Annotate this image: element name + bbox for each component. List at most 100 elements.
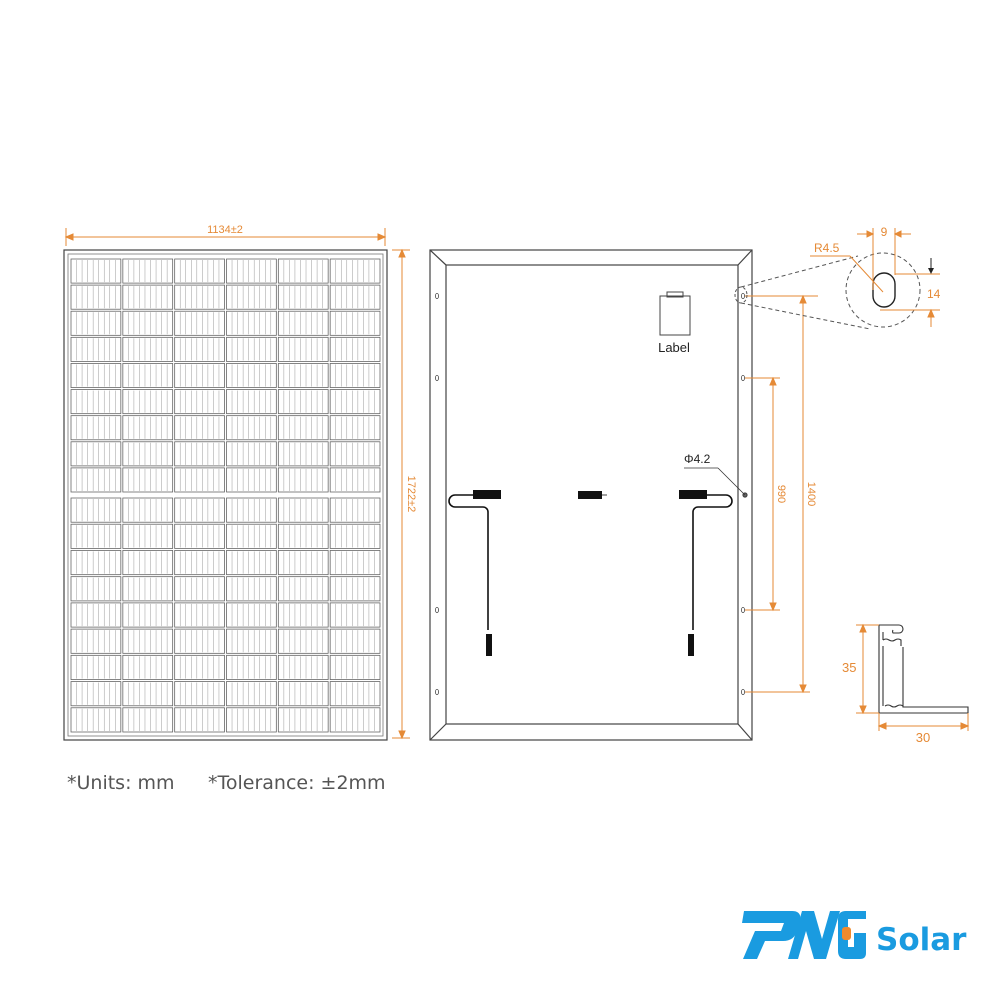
solar-cell <box>226 550 277 576</box>
solar-cell <box>329 258 381 284</box>
solar-cell <box>329 363 381 388</box>
solar-cell <box>277 467 329 493</box>
solar-cell <box>70 389 122 415</box>
solar-cell <box>122 363 174 388</box>
solar-cell <box>70 441 122 467</box>
brand-logo <box>742 911 866 959</box>
solar-cell <box>174 628 225 654</box>
solar-cell <box>329 310 381 336</box>
spacing-990-label: 990 <box>775 485 787 503</box>
solar-cell <box>174 602 225 628</box>
height-dimension <box>392 248 410 740</box>
solar-cell <box>277 707 329 733</box>
solar-cell <box>226 707 277 733</box>
width-label: 1134±2 <box>207 224 243 236</box>
solar-cell <box>174 576 225 602</box>
mounting-hole <box>434 374 439 381</box>
connector-right <box>679 490 707 499</box>
solar-cell <box>226 336 277 362</box>
solar-cell <box>174 363 225 388</box>
solar-cell <box>329 415 381 441</box>
solar-cell <box>122 284 174 310</box>
mounting-hole <box>741 689 746 696</box>
solar-cell <box>329 336 381 362</box>
solar-cell <box>329 523 381 549</box>
solar-cell <box>226 602 277 628</box>
solar-cell <box>174 284 225 310</box>
tolerance-note: *Tolerance: ±2mm <box>208 772 386 794</box>
solar-cell <box>226 363 277 388</box>
solar-cell <box>174 415 225 441</box>
solar-cell <box>70 415 122 441</box>
solar-cell <box>70 363 122 388</box>
solar-cell <box>226 441 277 467</box>
solar-cell <box>329 602 381 628</box>
solar-cell <box>122 681 174 707</box>
solar-cell <box>329 389 381 415</box>
height-label: 1722±2 <box>405 476 417 513</box>
slot-detail <box>734 228 940 330</box>
solar-cell <box>70 681 122 707</box>
solar-cell <box>174 654 225 680</box>
solar-cell <box>226 467 277 493</box>
label-text: Label <box>658 340 690 355</box>
frame-profile <box>878 624 969 714</box>
solar-cell <box>174 441 225 467</box>
mounting-hole <box>741 374 746 381</box>
solar-cell <box>277 310 329 336</box>
slot-radius-label: R4.5 <box>814 241 840 255</box>
solar-cell <box>329 441 381 467</box>
solar-cell <box>70 336 122 362</box>
cables <box>448 490 733 656</box>
solar-cell <box>70 654 122 680</box>
solar-cells <box>70 258 381 733</box>
solar-cell <box>226 497 277 523</box>
mounting-hole <box>434 689 439 696</box>
solar-cell <box>70 628 122 654</box>
solar-cell <box>329 497 381 523</box>
solar-cell <box>174 467 225 493</box>
solar-cell <box>226 310 277 336</box>
slot-height-label: 14 <box>927 287 941 301</box>
slot-width-label: 9 <box>881 225 888 239</box>
solar-cell <box>122 602 174 628</box>
solar-cell <box>277 497 329 523</box>
solar-cell <box>70 550 122 576</box>
solar-cell <box>226 654 277 680</box>
solar-cell <box>174 310 225 336</box>
mounting-hole <box>741 607 746 614</box>
solar-cell <box>277 523 329 549</box>
solar-cell <box>122 441 174 467</box>
solar-cell <box>122 550 174 576</box>
solar-cell <box>226 523 277 549</box>
profile-width-label: 30 <box>916 730 930 745</box>
solar-cell <box>174 681 225 707</box>
solar-cell <box>122 415 174 441</box>
solar-cell <box>226 628 277 654</box>
solar-cell <box>277 258 329 284</box>
solar-cell <box>226 389 277 415</box>
solar-cell <box>70 707 122 733</box>
solar-cell <box>329 576 381 602</box>
solar-cell <box>122 497 174 523</box>
solar-cell <box>329 550 381 576</box>
solar-cell <box>122 576 174 602</box>
solar-cell <box>226 258 277 284</box>
solar-cell <box>174 389 225 415</box>
ground-hole-label: Φ4.2 <box>684 452 711 466</box>
solar-cell <box>122 628 174 654</box>
mounting-hole <box>741 292 746 299</box>
solar-cell <box>226 576 277 602</box>
solar-cell <box>329 284 381 310</box>
solar-cell <box>174 550 225 576</box>
solar-cell <box>122 654 174 680</box>
spacing-1400-label: 1400 <box>805 482 817 506</box>
mounting-hole <box>434 292 439 299</box>
solar-cell <box>329 681 381 707</box>
solar-cell <box>277 654 329 680</box>
mounting-holes <box>434 292 746 696</box>
solar-cell <box>277 389 329 415</box>
solar-cell <box>226 681 277 707</box>
solar-cell <box>122 467 174 493</box>
